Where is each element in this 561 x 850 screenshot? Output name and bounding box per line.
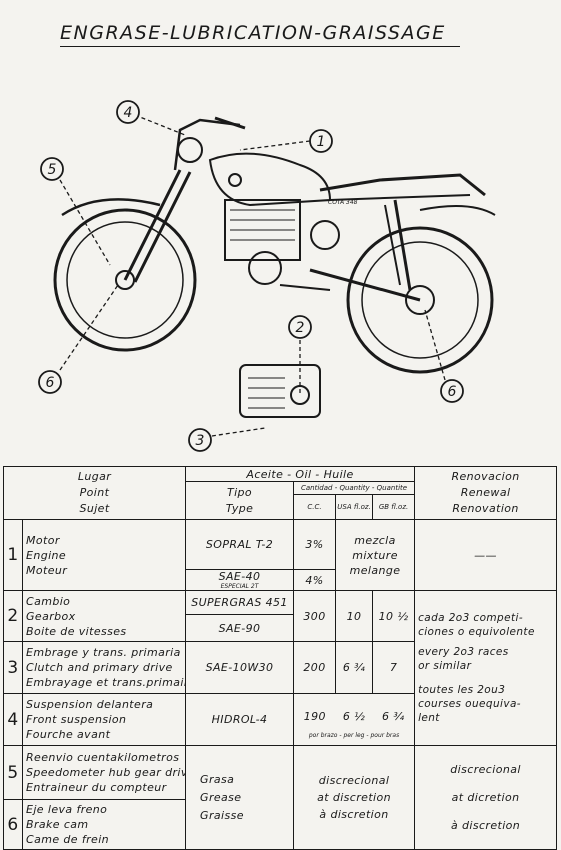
header-cc: C.C.: [294, 495, 336, 519]
suspension-quantity: 190 6 ½ 6 ¾ por brazo - per leg - pour b…: [293, 693, 416, 746]
callout-4-label: 4: [124, 105, 133, 121]
row-place: Motor Engine Moteur: [21, 519, 187, 591]
mix-note: mezcla mixture melange: [335, 519, 416, 591]
row-place: Embrage y trans. primaria Clutch and pri…: [21, 641, 187, 694]
renewal-periodic: cada 2o3 competi- ciones o equivolente e…: [414, 590, 558, 746]
table-row: 5 Reenvio cuentakilometros Speedometer h…: [3, 745, 558, 850]
callout-6-rear: [440, 379, 464, 403]
row-number: 1: [3, 519, 23, 591]
callout-6-front-label: 6: [46, 375, 55, 391]
quantity-cc: 3%: [293, 519, 337, 570]
callout-3: [188, 428, 212, 452]
engine-block: [224, 199, 301, 261]
row-place: Cambio Gearbox Boite de vitesses: [21, 590, 187, 642]
header-quantity: Cantidad - Quantity - Quantite C.C. USA …: [293, 481, 416, 520]
row-number: 5: [3, 745, 23, 800]
table-row: 3 Embrage y trans. primaria Clutch and p…: [3, 641, 557, 694]
callout-2-label: 2: [296, 320, 305, 336]
callout-3-label: 3: [196, 433, 205, 449]
motorcycle-diagram: 1 4 5 6 6 2 3 COTA 348: [38, 100, 496, 452]
engine-detail: [239, 364, 321, 418]
callout-5-label: 5: [48, 162, 57, 178]
quantity-usa: 6 ¾: [335, 641, 374, 694]
callout-2: [288, 315, 312, 339]
oil-type: SAE-10W30: [185, 641, 295, 694]
callout-1-label: 1: [317, 134, 326, 150]
renewal-discretion: discrecional at dicretion à discretion: [414, 745, 558, 850]
quantity-cc: 4%: [293, 569, 337, 591]
quantity-cc: 200: [293, 641, 337, 694]
grease-quantity: discrecional at discretion à discretion: [293, 745, 416, 850]
oil-type: HIDROL-4: [185, 693, 295, 746]
front-wheel: [53, 208, 197, 352]
table-row: SAE-40 ESPECIAL 2T 4%: [4, 569, 557, 591]
oil-type: SAE-90: [185, 614, 295, 642]
rear-wheel: [346, 226, 494, 374]
table-row: 4 Suspension delantera Front suspension …: [3, 693, 557, 746]
tank-logo: COTA 348: [328, 199, 358, 206]
quantity-gb: 7: [372, 641, 416, 694]
row-place: Eje leva freno Brake cam Came de frein: [21, 799, 187, 850]
callout-5: [40, 157, 64, 181]
quantity-gb: 10 ½: [372, 590, 416, 642]
quantity-cc: 300: [293, 590, 337, 642]
lubrication-table: Lugar Point Sujet Aceite - Oil - Huile R…: [2, 466, 558, 850]
callout-6-rear-label: 6: [448, 384, 457, 400]
row-place: Reenvio cuentakilometros Speedometer hub…: [21, 745, 187, 800]
oil-type: SUPERGRAS 451: [185, 590, 295, 615]
header-place: Lugar Point Sujet: [2, 466, 187, 520]
callout-1: [309, 129, 333, 153]
per-leg-note: por brazo - per leg - pour bras: [308, 732, 400, 739]
row-number: 3: [3, 641, 23, 694]
row-number: 4: [3, 693, 23, 746]
oil-type: SOPRAL T-2: [185, 519, 295, 570]
callout-6-front: [38, 370, 62, 394]
header-renewal: Renovacion Renewal Renovation: [414, 466, 558, 520]
table-row: 1 Motor Engine Moteur SOPRAL T-2 3% mezc…: [3, 519, 558, 591]
header-gb: GB fl.oz.: [378, 503, 409, 511]
header-type: Tipo Type: [185, 481, 295, 520]
quantity-usa: 10: [335, 590, 374, 642]
oil-type: SAE-40 ESPECIAL 2T: [185, 569, 295, 591]
grease-type: Grasa Grease Graisse: [185, 745, 295, 850]
row-number: 2: [3, 590, 23, 642]
row-place: Suspension delantera Front suspension Fo…: [21, 693, 187, 746]
header-usa: USA fl.oz.: [336, 495, 374, 519]
renewal-engine: ——: [414, 519, 558, 591]
header-oil: Aceite - Oil - Huile: [185, 466, 416, 482]
row-number: 6: [3, 799, 23, 850]
page-title: ENGRASE-LUBRICATION-GRAISSAGE: [60, 22, 460, 47]
table-row: 2 Cambio Gearbox Boite de vitesses SUPER…: [3, 590, 558, 746]
callout-4: [116, 100, 140, 124]
